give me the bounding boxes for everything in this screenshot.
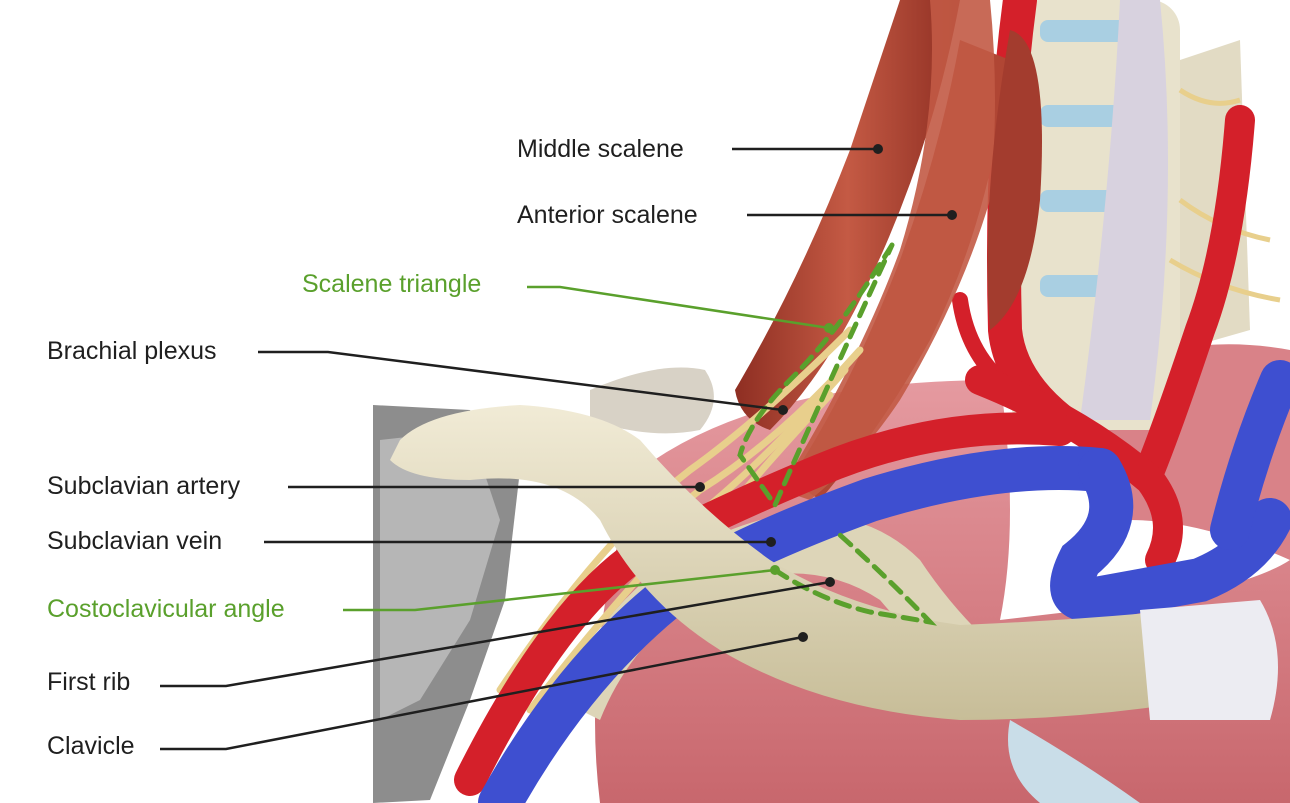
label-subclavian-artery: Subclavian artery [47,472,241,500]
label-clavicle: Clavicle [47,732,135,760]
leader-brachial-plexus [258,350,784,412]
leader-clavicle [160,635,804,751]
label-middle-scalene: Middle scalene [517,135,684,163]
leader-lines [160,147,952,751]
dashed-highlight-outlines [737,242,937,626]
clavicle-bone [390,405,1278,803]
costoclavicular-angle-outline [772,532,937,626]
label-first-rib: First rib [47,668,131,696]
shoulder-region [373,367,714,803]
scalene-triangle-outline [737,242,895,511]
highlight-leader-dots [770,323,834,575]
label-costoclavicular-angle: Costoclavicular angle [47,595,285,623]
subclavian-vein [478,360,1290,803]
label-scalene-triangle: Scalene triangle [302,270,482,298]
highlight-leader-lines [343,285,830,612]
leader-scalene-triangle [527,285,830,330]
leader-first-rib [160,580,831,688]
label-subclavian-vein: Subclavian vein [47,527,223,555]
leader-costoclavicular-angle [343,568,776,612]
leader-dots [695,144,957,642]
label-brachial-plexus: Brachial plexus [47,337,217,365]
label-anterior-scalene: Anterior scalene [517,201,698,229]
